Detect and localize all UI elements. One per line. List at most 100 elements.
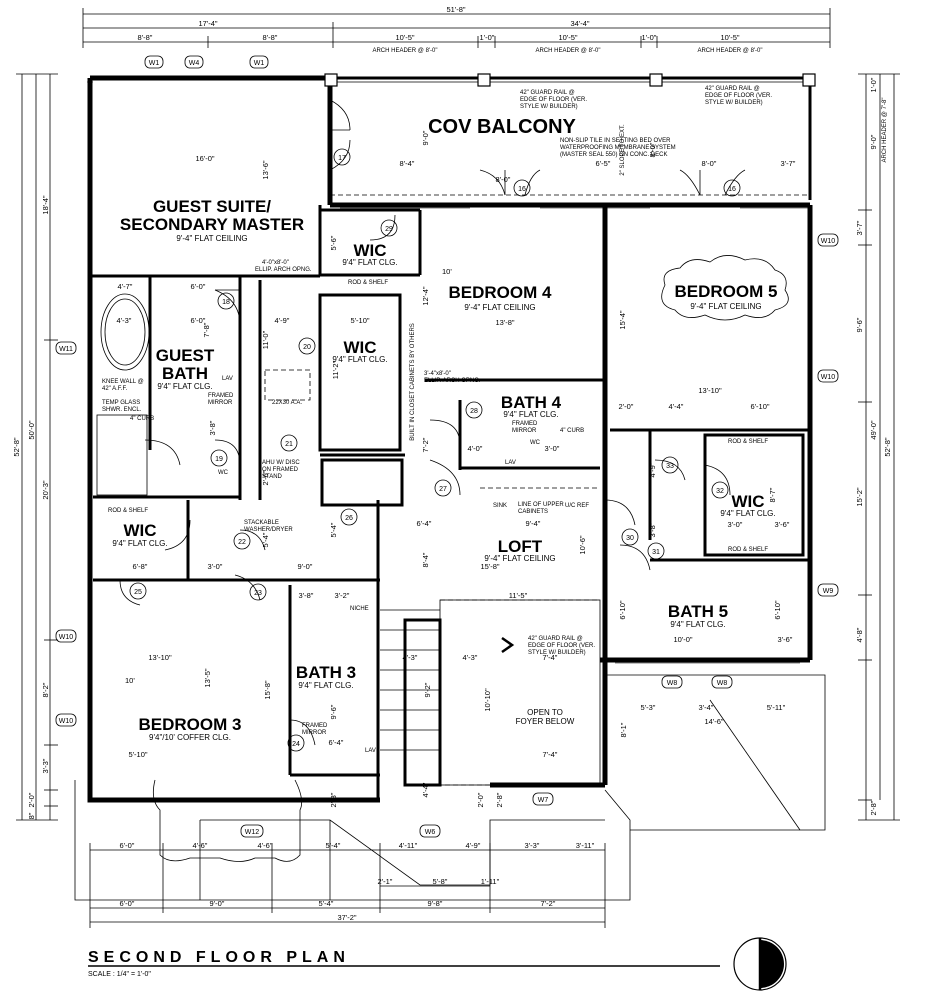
rod-shelf-4: ROD & SHELF — [728, 547, 768, 553]
guard-rail-1-l1: 42" GUARD RAIL @ — [520, 90, 575, 96]
guest-suite-title-1: GUEST SUITE/ — [153, 197, 271, 216]
knee-wall-1: KNEE WALL @ — [102, 379, 144, 385]
guest-suite-ceiling: 9'-4" FLAT CEILING — [176, 234, 247, 243]
bedroom3-ceiling: 9'4"/10' COFFER CLG. — [149, 733, 231, 742]
dim-i-8-7: 8'-7" — [768, 487, 777, 502]
dim-right-f: 15'-2" — [855, 487, 864, 506]
ellip-arch-2: ELLIP. ARCH OPNG. — [255, 267, 312, 273]
dim-i-3-8b: 3'-8" — [299, 591, 314, 600]
dim-bottom-overall: 37'-2" — [337, 913, 356, 922]
framed-mirror-2b: MIRROR — [302, 730, 327, 736]
dim-i-2-8: 2'-8" — [329, 792, 338, 807]
dim-t7: 10'-5" — [720, 33, 739, 42]
dim-overall-top: 51'-8" — [446, 5, 465, 14]
dim-i-3-6b: 3'-6" — [775, 520, 790, 529]
dim-i-6-4: 6'-4" — [417, 519, 432, 528]
wic-left-ceiling: 9'4" FLAT CLG. — [112, 539, 167, 548]
ellip-arch-1: 4'-0"x8'-0" — [262, 260, 289, 266]
dim-i-4-3b: 4'-3" — [463, 653, 478, 662]
bedroom4-title: BEDROOM 4 — [449, 283, 553, 302]
ref-note: U/C REF — [565, 503, 589, 509]
right-dimensions: 9'-0" 1'-0" ARCH HEADER @ 7'-8" 3'-7" 9'… — [855, 73, 900, 821]
washer-1: STACKABLE — [244, 520, 279, 526]
upper-cab-2: CABINETS — [518, 509, 548, 515]
dim-i-12-4: 12'-4" — [421, 286, 430, 305]
door-tag: 21 — [285, 441, 293, 448]
bath5-title: BATH 5 — [668, 602, 728, 621]
guest-suite-title-2: SECONDARY MASTER — [120, 215, 304, 234]
wic-left-title: WIC — [123, 521, 156, 540]
plan-scale: SCALE : 1/4" = 1'-0" — [88, 971, 151, 978]
curb-note-2: 4" CURB — [130, 416, 154, 422]
dim-t4: 1'-0" — [480, 33, 495, 42]
dim-i-7-2: 7'-2" — [421, 437, 430, 452]
dim-i-6-10c: 6'-10" — [773, 600, 782, 619]
plan-notes: 42" GUARD RAIL @ EDGE OF FLOOR (VER. STY… — [102, 86, 772, 754]
dim-i-5-6: 5'-6" — [329, 235, 338, 250]
dim-i-6-0b: 6'-0" — [191, 316, 206, 325]
dim-i-3-8c: 3'-8" — [208, 420, 217, 435]
dim-i-2-8b: 2'-8" — [495, 792, 504, 807]
dim-i-15-4: 15'-4" — [618, 310, 627, 329]
window-tag: W4 — [189, 60, 200, 67]
bottom-dimensions: 6'-0" 4'-6" 4'-6" 5'-4" 4'-11" 4'-9" 3'-… — [89, 841, 606, 928]
dim-i-5-10: 5'-10" — [350, 316, 369, 325]
wc-2: WC — [530, 440, 541, 446]
dim-i-4-0: 4'-0" — [468, 444, 483, 453]
door-tag: 16 — [728, 186, 736, 193]
cov-balcony-title: COV BALCONY — [428, 116, 576, 138]
window-strips — [87, 81, 808, 801]
rod-shelf-2: ROD & SHELF — [108, 508, 148, 514]
dim-i-8-4b: 8'-4" — [421, 552, 430, 567]
arch-header-3: ARCH HEADER @ 8'-0" — [697, 48, 762, 54]
dim-i-9-6: 9'-6" — [329, 704, 338, 719]
dim-left-b: 50'-0" — [27, 420, 36, 439]
north-arrow-icon — [733, 937, 787, 991]
roof-outlines — [74, 660, 826, 901]
dim-i-2-0: 2'-0" — [619, 402, 634, 411]
dim-left-a: 18'-4" — [41, 195, 50, 214]
guard-rail-1-l2: EDGE OF FLOOR (VER. — [520, 97, 587, 103]
guest-bath-title-2: BATH — [162, 364, 208, 383]
framed-mirror-3b: MIRROR — [512, 428, 537, 434]
bedroom3-title: BEDROOM 3 — [139, 715, 242, 734]
dim-b7: 4'-6" — [193, 841, 208, 850]
window-tag: W10 — [821, 374, 836, 381]
dim-i-5-3: 5'-3" — [641, 703, 656, 712]
lav-1: LAV — [222, 376, 233, 382]
attic-note: 22X30 A.A. — [272, 400, 302, 406]
dim-i-11-2: 11'-2" — [331, 360, 340, 379]
dim-i-5-10b: 5'-10" — [128, 750, 147, 759]
ellip-arch2-1: 3'-4"x8'-0" — [424, 371, 451, 377]
door-tag: 22 — [238, 539, 246, 546]
dim-i-7-8: 7'-8" — [202, 322, 211, 337]
door-tag: 33 — [666, 463, 674, 470]
bath3-title: BATH 3 — [296, 663, 356, 682]
loft-ceiling: 9'-4" FLAT CEILING — [484, 554, 555, 563]
wic-mid-title: WIC — [343, 338, 376, 357]
door-tag: 27 — [439, 486, 447, 493]
dim-b1: 6'-0" — [120, 899, 135, 908]
dim-i-2-0b: 2'-0" — [476, 792, 485, 807]
dim-i-3-2: 3'-2" — [335, 591, 350, 600]
wic-right-title: WIC — [731, 492, 764, 511]
dim-10ft-2: 10' — [125, 676, 135, 685]
guard-rail-2-l2: EDGE OF FLOOR (VER. — [705, 93, 772, 99]
guard-rail-3-l2: EDGE OF FLOOR (VER. — [528, 643, 595, 649]
dim-top-right: 34'-4" — [570, 19, 589, 28]
dim-i-3-4: 3'-4" — [699, 703, 714, 712]
dim-i-3-8: 3'-8" — [648, 522, 657, 537]
dim-b4: 9'-8" — [428, 899, 443, 908]
door-tag: 25 — [134, 589, 142, 596]
dim-i-6-4b: 6'-4" — [329, 738, 344, 747]
dim-i-3-0b: 3'-0" — [208, 562, 223, 571]
door-tag: 24 — [292, 741, 300, 748]
dim-i-10-10: 10'-10" — [483, 688, 492, 712]
dim-i-11-5: 11'-5" — [509, 591, 528, 600]
washer-2: WASHER/DRYER — [244, 527, 293, 533]
door-tag: 32 — [716, 488, 724, 495]
dim-i-5-11: 5'-11" — [767, 703, 786, 712]
balcony-note-3: (MASTER SEAL 550) ON CONC. DECK — [560, 152, 667, 158]
window-tag: W11 — [59, 346, 73, 353]
temp-glass-2: SHWR. ENCL. — [102, 407, 142, 413]
